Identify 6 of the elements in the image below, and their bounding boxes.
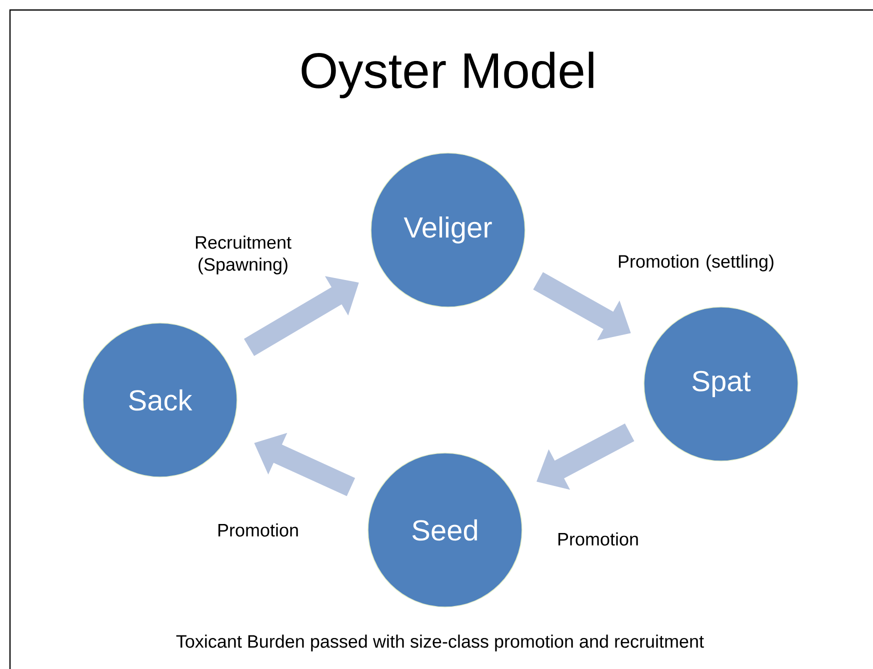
edge-label: Promotion (settling) [618,254,774,272]
caption: Toxicant Burden passed with size-class promotion and recruitment [176,634,704,652]
edge-label: Recruitment (Spawning) [196,236,292,274]
edge-label: Promotion [218,523,298,537]
edge-label: Promotion [558,532,638,546]
title: Oyster Model [302,52,594,98]
